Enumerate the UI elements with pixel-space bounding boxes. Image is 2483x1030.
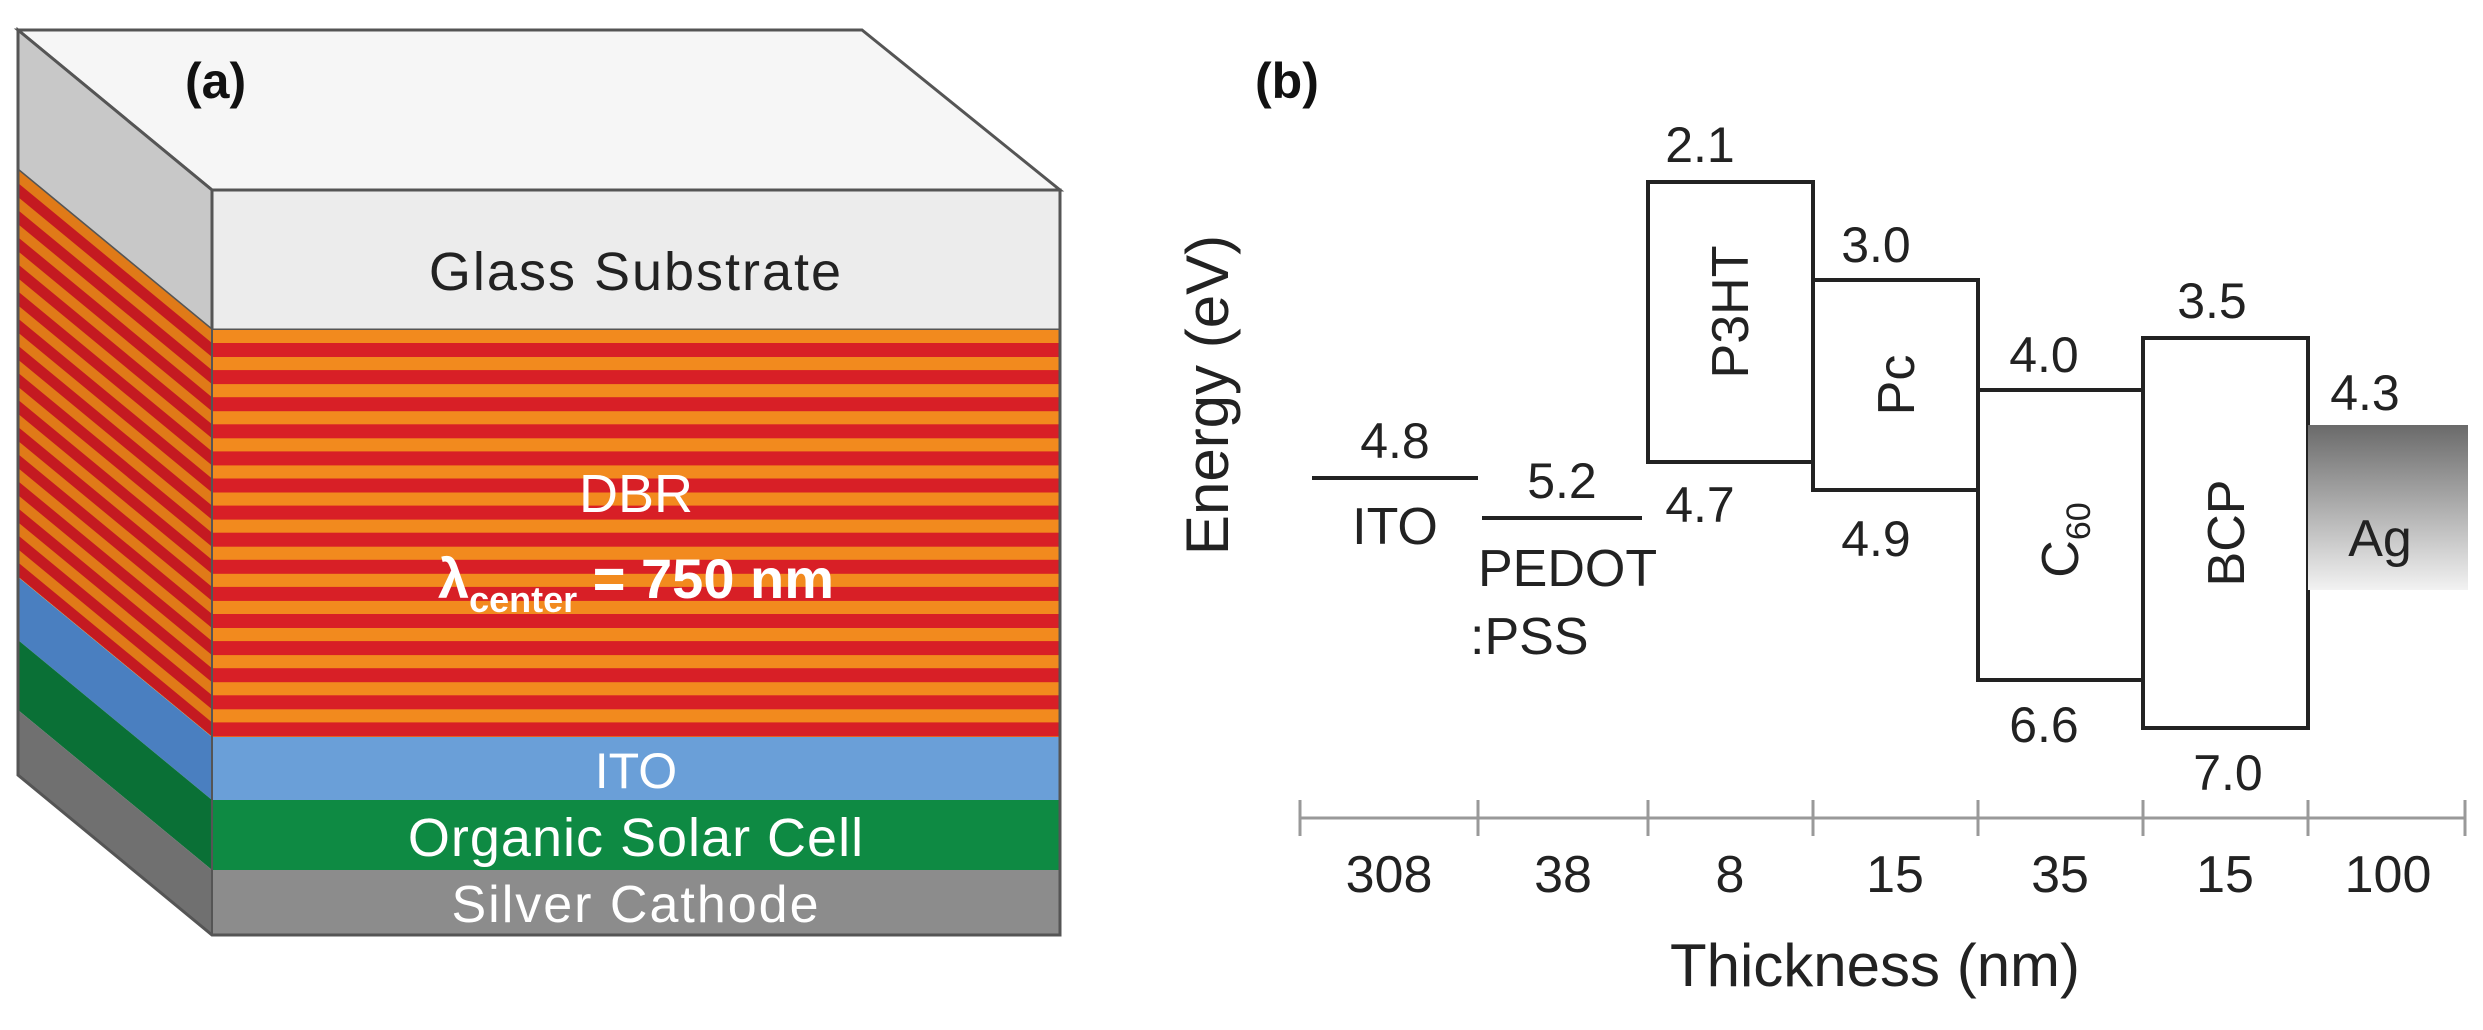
ito-layer-name: ITO [1352,498,1438,556]
thickness-c60: 35 [2031,846,2089,904]
dbr-red-stripe [212,424,1060,439]
p3ht-homo: 4.7 [1665,477,1735,533]
ag-layer-name: Ag [2348,510,2412,568]
dbr-side-stripe [18,237,212,412]
x-axis-label: Thickness (nm) [1670,932,2080,999]
thickness-p3ht: 8 [1716,846,1745,904]
ito-label: ITO [595,743,677,799]
c60-band-box [1976,388,2145,682]
dbr-side-stripe [18,535,212,710]
thickness-pedot: 38 [1534,846,1592,904]
dbr-red-stripe [212,722,1060,737]
dbr-side-stripe [18,210,212,385]
cathode-side-face [18,710,212,935]
ito-front-face [212,737,1060,800]
dbr-side-stripe [18,399,212,574]
glass-substrate-label: Glass Substrate [429,242,843,302]
dbr-red-stripe [212,532,1060,547]
dbr-red-stripe [212,668,1060,683]
glass-substrate-front-face [210,188,1062,332]
c60-homo: 6.6 [2009,697,2079,753]
thickness-ag: 100 [2345,846,2432,904]
dbr-red-stripe [212,614,1060,628]
panel-a-stack-diagram: (a) Glass Substrate DBR λcenter = 750 nm… [13,26,1065,937]
pc-homo: 4.9 [1841,511,1911,567]
dbr-red-stripe [212,343,1060,357]
thickness-ito: 308 [1346,846,1433,904]
pc-band-box [1811,278,1980,492]
dbr-red-stripe [212,586,1060,601]
dbr-side-stripe [18,426,212,601]
osc-side-face [18,640,212,870]
thickness-bcp: 15 [2196,846,2254,904]
dbr-red-stripe [212,451,1060,466]
pc-lumo: 3.0 [1841,217,1911,273]
bcp-lumo: 3.5 [2177,273,2247,329]
pedot-work-function: 5.2 [1527,453,1597,509]
dbr-side-stripe [18,345,212,520]
dbr-label: DBR [579,464,693,524]
osc-front-face [212,800,1060,870]
thickness-axis [1298,800,2467,836]
ag-electrode-block [2308,425,2468,590]
panel-b-energy-diagram: (b) Energy (eV) 4.8 ITO 5.2 PEDOT :PSS 2… [1174,53,2468,999]
dbr-side-stripe [18,264,212,439]
panel-b-label: (b) [1255,53,1319,109]
bcp-layer-name: BCP [2198,480,2256,587]
thickness-pc: 15 [1866,846,1924,904]
dbr-red-stripe [212,641,1060,656]
ito-side-face [18,577,212,800]
dbr-red-stripe [212,478,1060,493]
dbr-side-stripe [18,562,212,737]
dbr-side-stripe [18,318,212,493]
cathode-front-face [212,870,1060,935]
silver-cathode-label: Silver Cathode [451,876,820,934]
dbr-side-stripe [18,481,212,656]
dbr-side-stripe [18,183,212,357]
dbr-red-stripe [212,505,1060,520]
p3ht-band-box [1646,180,1815,464]
bcp-band-box [2141,336,2310,730]
lambda-center-label: λcenter = 750 nm [438,547,834,620]
panel-a-label: (a) [185,53,246,109]
dbr-side-stripe [18,454,212,628]
pc-layer-name: Pc [1868,355,1926,416]
organic-solar-cell-label: Organic Solar Cell [408,808,864,868]
ito-work-function: 4.8 [1360,413,1430,469]
bcp-homo: 7.0 [2193,745,2263,801]
dbr-side-stripe [18,291,212,466]
dbr-side-face [18,170,212,737]
dbr-red-stripe [212,559,1060,574]
dbr-side-stripe [18,508,212,683]
pedot-layer-name-2: :PSS [1470,608,1589,666]
y-axis-label: Energy (eV) [1174,235,1241,555]
c60-lumo: 4.0 [2009,327,2079,383]
ag-work-function: 4.3 [2330,365,2400,421]
p3ht-lumo: 2.1 [1665,117,1735,173]
dbr-front-face [212,330,1060,737]
dbr-red-stripe [212,397,1060,412]
pedot-layer-name: PEDOT [1478,540,1657,598]
dbr-red-stripe [212,370,1060,385]
p3ht-layer-name: P3HT [1702,246,1760,379]
c60-layer-name: C60 [2032,502,2098,577]
dbr-red-stripe [212,695,1060,710]
dbr-side-stripe [18,372,212,547]
